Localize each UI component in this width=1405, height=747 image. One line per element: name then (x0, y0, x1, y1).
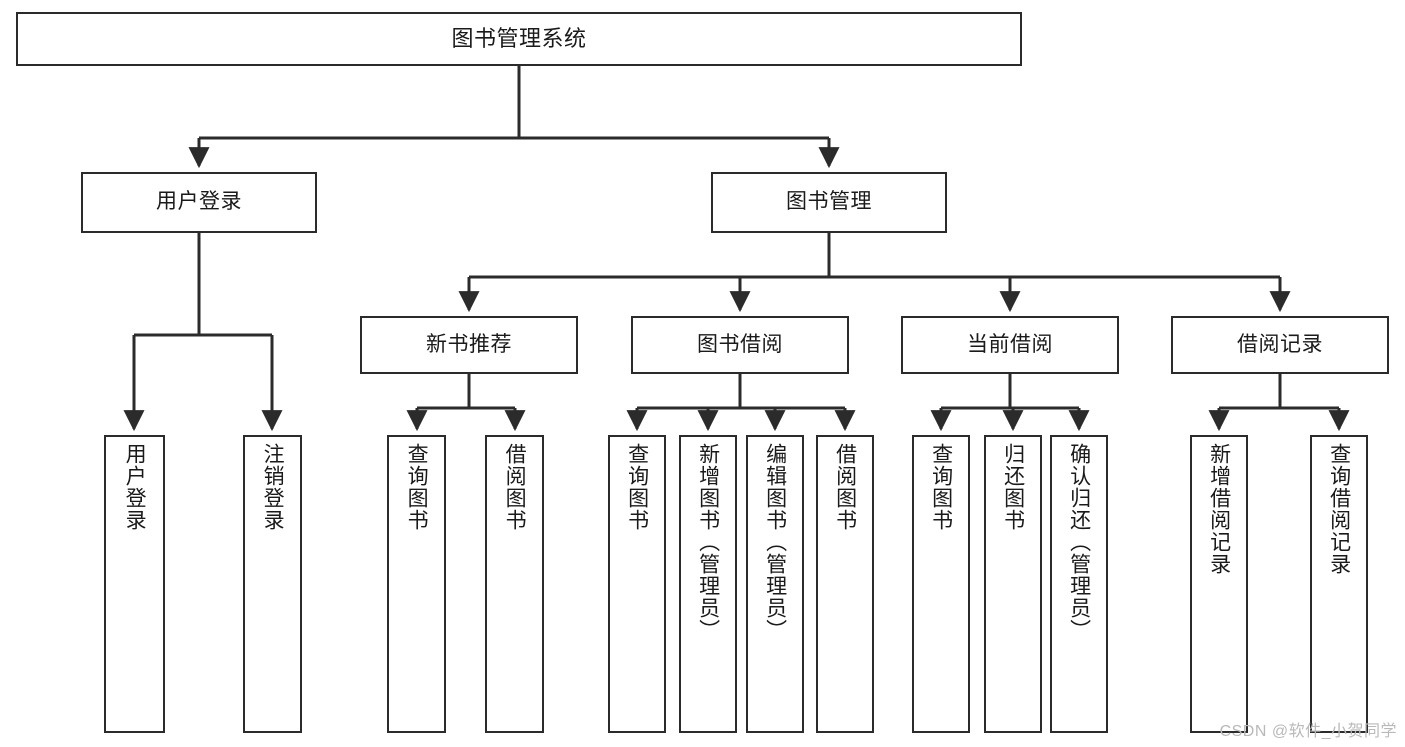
leaf-node-label: 查询图书 (929, 443, 953, 531)
node-current-borrow[interactable]: 当前借阅 (901, 316, 1119, 374)
leaf-node-label: 归还图书 (1001, 443, 1025, 531)
node-label: 图书管理 (786, 190, 872, 214)
leaf-node[interactable]: 新增借阅记录 (1190, 435, 1248, 733)
watermark: CSDN @软件_小贺同学 (1219, 723, 1397, 740)
leaf-node[interactable]: 查询借阅记录 (1310, 435, 1368, 733)
node-label: 当前借阅 (967, 332, 1053, 356)
leaf-node-label: 编辑图书（管理员） (763, 443, 787, 641)
leaf-node[interactable]: 编辑图书（管理员） (746, 435, 804, 733)
leaf-node-label: 借阅图书 (503, 443, 527, 531)
leaf-node[interactable]: 借阅图书 (485, 435, 544, 733)
leaf-node[interactable]: 注销登录 (243, 435, 302, 733)
node-book-management[interactable]: 图书管理 (711, 172, 947, 233)
leaf-node-label: 借阅图书 (833, 443, 857, 531)
leaf-node-label: 用户登录 (123, 443, 147, 531)
leaf-node[interactable]: 新增图书（管理员） (679, 435, 737, 733)
node-borrow-record[interactable]: 借阅记录 (1171, 316, 1389, 374)
node-label: 借阅记录 (1237, 332, 1323, 356)
leaf-node[interactable]: 借阅图书 (816, 435, 874, 733)
node-label: 新书推荐 (426, 332, 512, 356)
node-label: 图书借阅 (697, 332, 783, 356)
node-root-system[interactable]: 图书管理系统 (16, 12, 1022, 66)
leaf-node-label: 查询图书 (405, 443, 429, 531)
leaf-node-label: 查询借阅记录 (1327, 443, 1351, 575)
leaf-node-label: 确认归还（管理员） (1067, 443, 1091, 641)
node-new-book-recommend[interactable]: 新书推荐 (360, 316, 578, 374)
node-label: 图书管理系统 (451, 26, 587, 52)
leaf-node[interactable]: 查询图书 (387, 435, 446, 733)
leaf-node-label: 新增图书（管理员） (696, 443, 720, 641)
leaf-node[interactable]: 查询图书 (608, 435, 666, 733)
leaf-node[interactable]: 归还图书 (984, 435, 1042, 733)
leaf-node-label: 注销登录 (261, 443, 285, 531)
leaf-node-label: 新增借阅记录 (1207, 443, 1231, 575)
leaf-node-label: 查询图书 (625, 443, 649, 531)
leaf-node[interactable]: 用户登录 (104, 435, 165, 733)
leaf-node[interactable]: 确认归还（管理员） (1050, 435, 1108, 733)
node-label: 用户登录 (156, 190, 242, 214)
node-user-login[interactable]: 用户登录 (81, 172, 317, 233)
leaf-node[interactable]: 查询图书 (912, 435, 970, 733)
node-book-borrow[interactable]: 图书借阅 (631, 316, 849, 374)
